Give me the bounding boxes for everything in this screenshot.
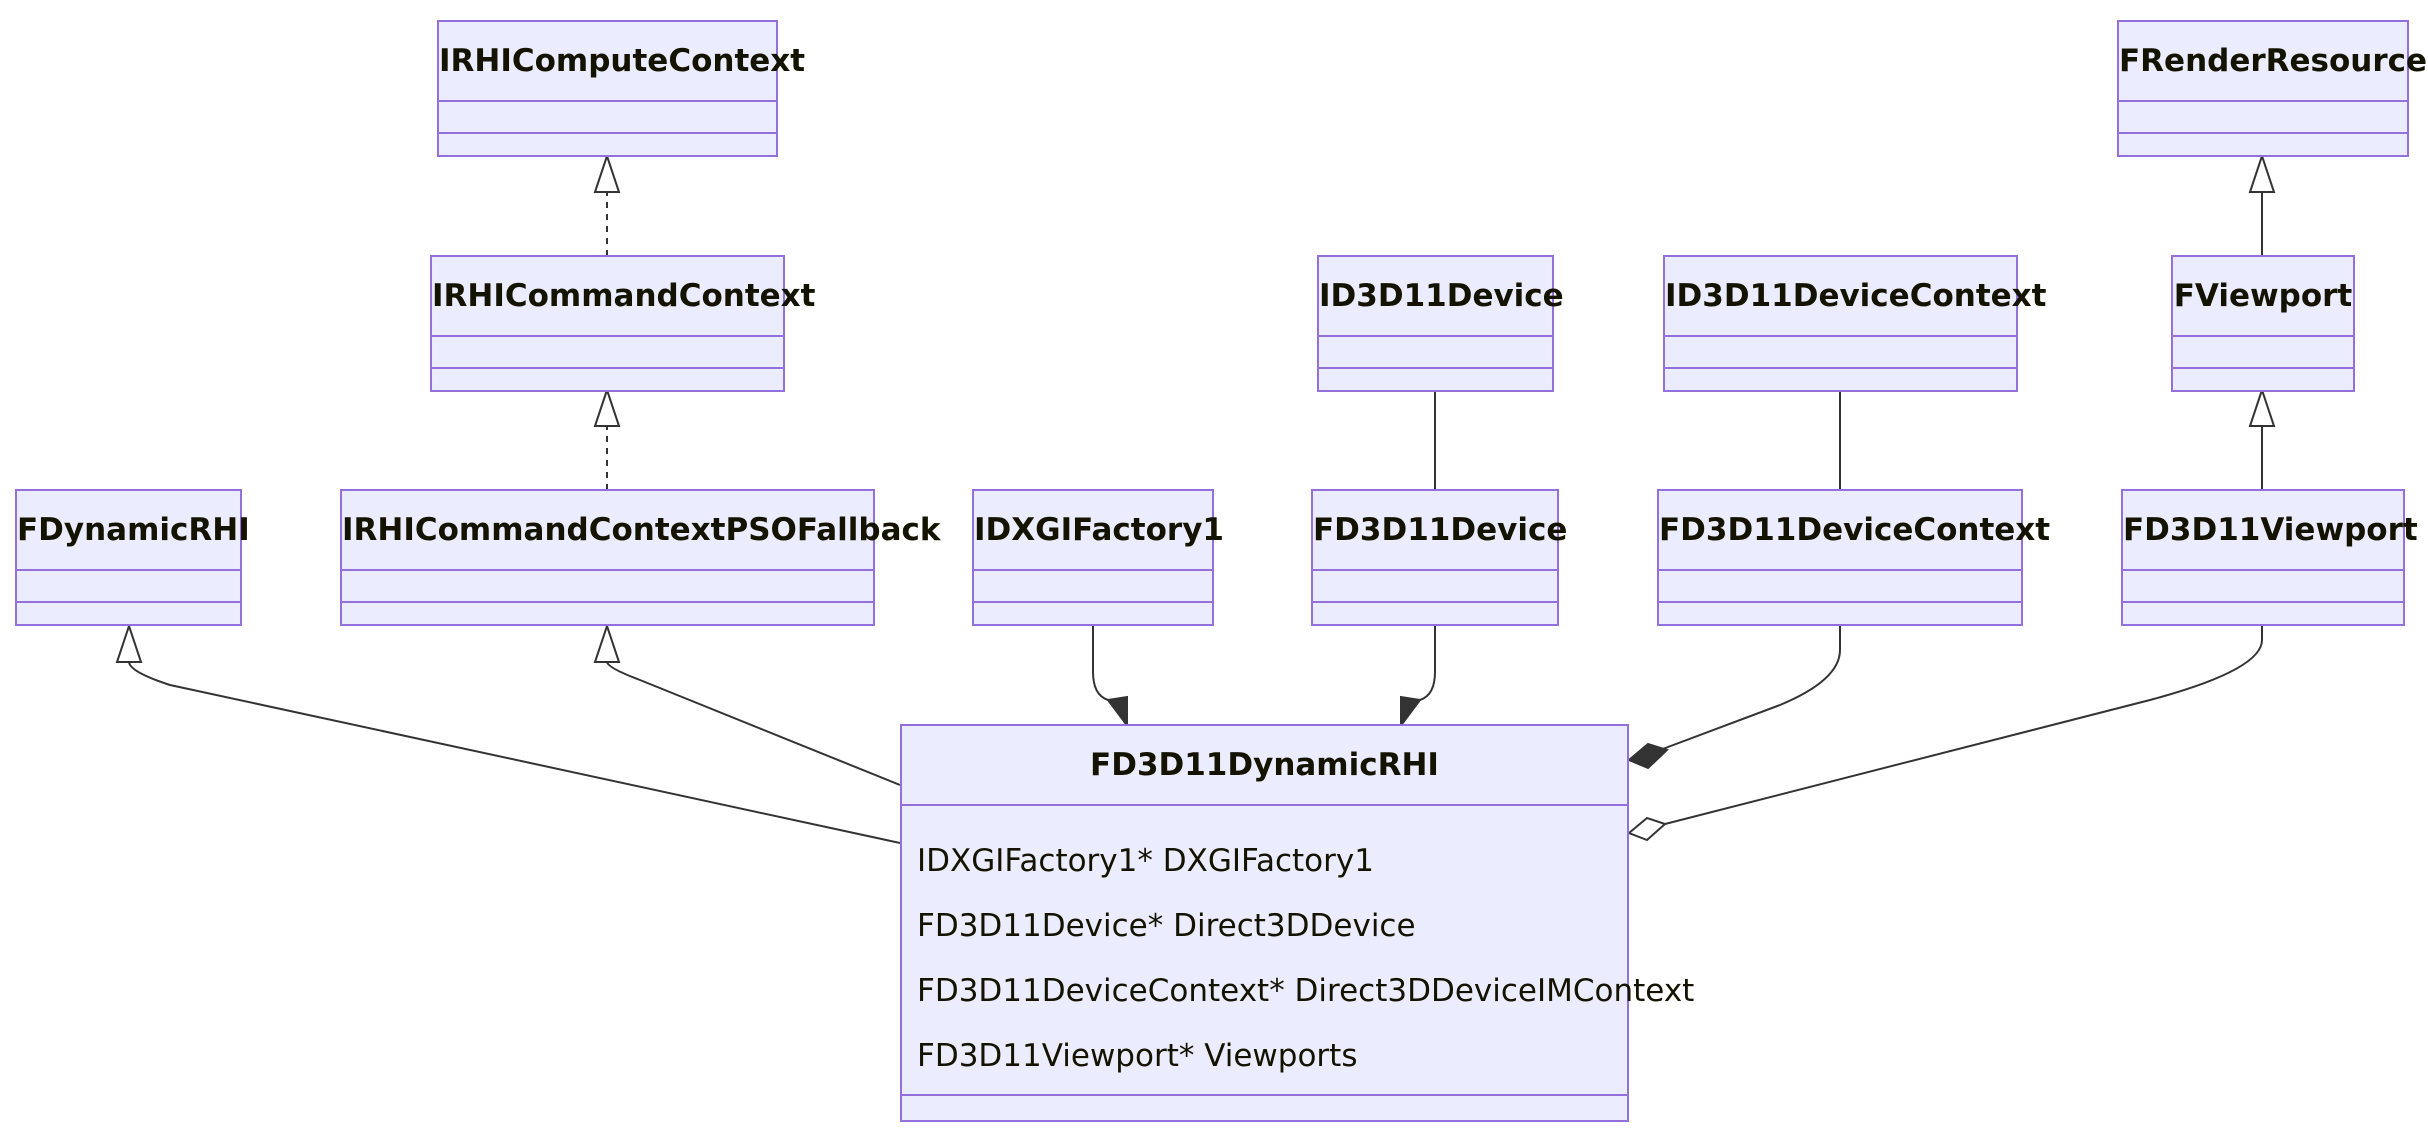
edge-inheritance-fviewport-frenderresource	[2248, 152, 2276, 256]
class-methods	[439, 134, 776, 152]
class-name: FD3D11Viewport	[2123, 491, 2418, 571]
class-name: IRHIComputeContext	[439, 22, 805, 102]
class-name: IRHICommandContext	[432, 257, 816, 337]
class-name: FRenderResource	[2119, 22, 2427, 102]
class-name: ID3D11DeviceContext	[1665, 257, 2046, 337]
class-attributes	[2173, 337, 2353, 369]
edge-composition-fd3d11devicecontext-dynamicrhi	[1627, 626, 1841, 770]
edge-realization-commandcontext-computecontext	[593, 152, 621, 256]
class-name: IDXGIFactory1	[974, 491, 1224, 571]
class-attributes	[432, 337, 783, 369]
edge-inheritance-fd3d11viewport-fviewport	[2248, 386, 2276, 490]
class-fdynamicrhi: FDynamicRHI	[15, 489, 250, 626]
class-methods	[1659, 603, 2021, 621]
class-fviewport: FViewport	[2171, 255, 2355, 392]
class-idxgifactory1: IDXGIFactory1	[972, 489, 1224, 626]
class-frenderresource: FRenderResource	[2117, 20, 2427, 157]
class-attributes	[1659, 571, 2021, 603]
attribute-viewports: FD3D11Viewport* Viewports	[917, 1038, 1358, 1074]
edge-inheritance-dynamicrhi-fdynamicrhi	[115, 622, 901, 844]
class-methods	[1665, 369, 2016, 387]
class-methods	[432, 369, 783, 387]
attribute-dxgifactory1: IDXGIFactory1* DXGIFactory1	[917, 843, 1374, 879]
class-name: FViewport	[2173, 257, 2353, 337]
class-fd3d11device: FD3D11Device	[1311, 489, 1567, 626]
class-methods	[974, 603, 1212, 621]
edge-composition-idxgifactory1-dynamicrhi	[1092, 626, 1128, 725]
class-name: FDynamicRHI	[17, 491, 250, 571]
class-methods	[342, 603, 873, 621]
class-id3d11device: ID3D11Device	[1317, 255, 1564, 392]
class-attributes	[1319, 337, 1552, 369]
class-irhicommandcontextpsofallback: IRHICommandContextPSOFallback	[340, 489, 941, 626]
class-methods	[17, 603, 240, 621]
class-methods	[902, 1096, 1627, 1114]
edge-realization-psofallback-commandcontext	[593, 386, 621, 490]
class-attributes: IDXGIFactory1* DXGIFactory1 FD3D11Device…	[902, 806, 1695, 1096]
class-attributes	[1665, 337, 2016, 369]
class-methods	[1313, 603, 1557, 621]
class-name: FD3D11DynamicRHI	[902, 726, 1627, 806]
class-attributes	[439, 102, 776, 134]
class-attributes	[974, 571, 1212, 603]
class-name: FD3D11Device	[1313, 491, 1567, 571]
class-methods	[2123, 603, 2403, 621]
class-fd3d11dynamicrhi: FD3D11DynamicRHI IDXGIFactory1* DXGIFact…	[900, 724, 1695, 1122]
class-irhicommandcontext: IRHICommandContext	[430, 255, 816, 392]
class-attributes	[2123, 571, 2403, 603]
class-irhicomputecontext: IRHIComputeContext	[437, 20, 805, 157]
class-attributes	[17, 571, 240, 603]
edge-composition-fd3d11device-dynamicrhi	[1400, 626, 1436, 725]
class-methods	[2173, 369, 2353, 387]
class-fd3d11viewport: FD3D11Viewport	[2121, 489, 2418, 626]
class-attributes	[342, 571, 873, 603]
attribute-direct3ddeviceimcontext: FD3D11DeviceContext* Direct3DDeviceIMCon…	[917, 973, 1695, 1009]
class-methods	[2119, 134, 2407, 152]
class-fd3d11devicecontext: FD3D11DeviceContext	[1657, 489, 2050, 626]
class-name: FD3D11DeviceContext	[1659, 491, 2050, 571]
class-attributes	[1313, 571, 1557, 603]
class-methods	[1319, 369, 1552, 387]
edge-aggregation-fd3d11viewport-dynamicrhi	[1627, 626, 2263, 842]
class-name: IRHICommandContextPSOFallback	[342, 491, 941, 571]
edge-inheritance-dynamicrhi-psofallback	[593, 622, 901, 786]
attribute-direct3ddevice: FD3D11Device* Direct3DDevice	[917, 908, 1416, 944]
class-attributes	[2119, 102, 2407, 134]
class-id3d11devicecontext: ID3D11DeviceContext	[1663, 255, 2046, 392]
class-name: ID3D11Device	[1319, 257, 1564, 337]
